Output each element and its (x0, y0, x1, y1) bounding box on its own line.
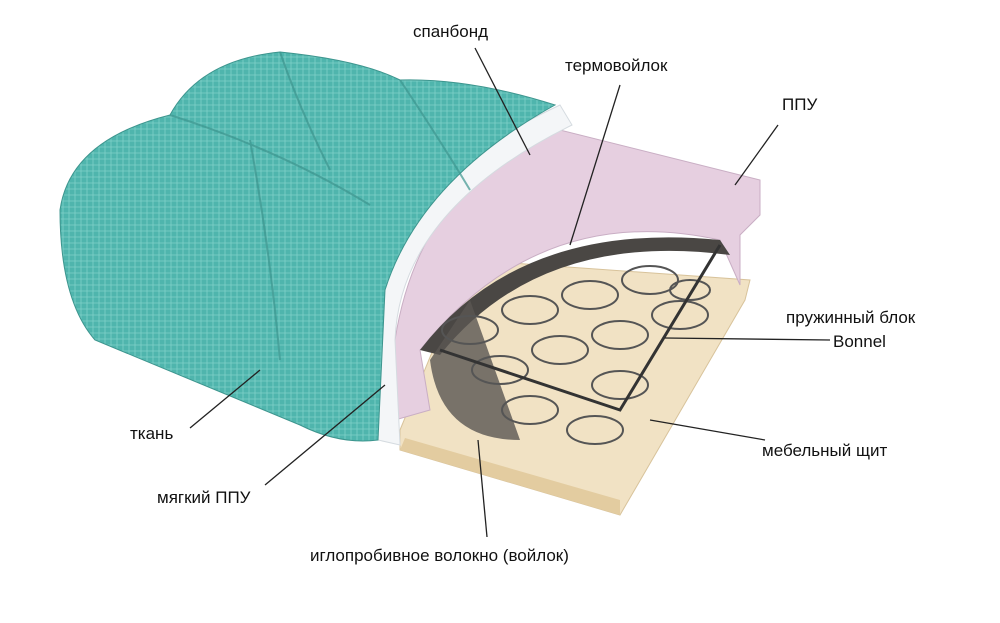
label-needle-felt: иглопробивное волокно (войлок) (310, 546, 569, 565)
label-thermofelt: термовойлок (565, 56, 668, 75)
label-fabric: ткань (130, 424, 174, 443)
fabric-cover (59, 51, 557, 442)
label-bonnel: Bonnel (833, 332, 886, 351)
leader-needle-felt (477, 439, 488, 538)
leader-thermofelt (569, 84, 621, 246)
label-ppu: ППУ (782, 95, 818, 114)
label-soft-ppu: мягкий ППУ (157, 488, 251, 507)
leader-fabric (189, 369, 261, 429)
label-spring-block: пружинный блок (786, 308, 916, 327)
label-spunbond: спанбонд (413, 22, 489, 41)
leader-furniture-board (649, 419, 766, 441)
thermofelt-layer (420, 237, 730, 355)
leader-ppu (734, 124, 779, 186)
label-furniture-board: мебельный щит (762, 441, 888, 460)
needle-felt (430, 300, 520, 440)
leader-soft-ppu (264, 384, 386, 486)
leader-spunbond (474, 47, 531, 156)
bonnel-spring-block (439, 244, 722, 445)
leader-spring-block (664, 337, 831, 341)
leader-lines (189, 47, 831, 538)
